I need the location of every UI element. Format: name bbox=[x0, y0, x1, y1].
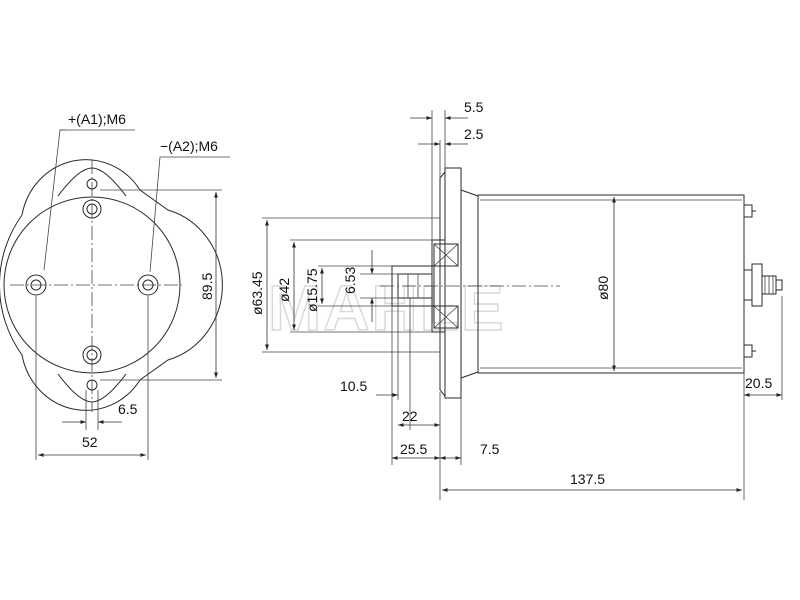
dim-52: 52 bbox=[82, 434, 98, 450]
dim-dia-80: ø80 bbox=[595, 276, 611, 300]
dim-25-5: 25.5 bbox=[400, 441, 427, 457]
dim-5-5: 5.5 bbox=[464, 99, 484, 115]
dim-137-5: 137.5 bbox=[570, 471, 605, 487]
side-view bbox=[380, 167, 783, 399]
dim-6-53: 6.53 bbox=[342, 267, 358, 294]
dim-89-5: 89.5 bbox=[199, 273, 215, 300]
dim-dia-15-75: ø15.75 bbox=[304, 268, 320, 312]
side-dimensions bbox=[262, 110, 783, 500]
dim-2-5: 2.5 bbox=[464, 126, 484, 142]
dim-dia-42: ø42 bbox=[276, 278, 292, 302]
dim-22: 22 bbox=[402, 408, 418, 424]
dim-dia-63-45: ø63.45 bbox=[249, 271, 265, 315]
dim-7-5: 7.5 bbox=[480, 441, 500, 457]
label-a1-terminal: +(A1);M6 bbox=[68, 111, 126, 127]
watermark-logo: MAHLE bbox=[268, 272, 506, 344]
front-dimensions bbox=[35, 189, 222, 460]
dim-6-5: 6.5 bbox=[118, 401, 138, 417]
dim-10-5: 10.5 bbox=[340, 378, 367, 394]
label-a2-terminal: −(A2);M6 bbox=[160, 138, 218, 154]
front-view bbox=[0, 129, 230, 412]
dim-20-5: 20.5 bbox=[745, 375, 772, 391]
